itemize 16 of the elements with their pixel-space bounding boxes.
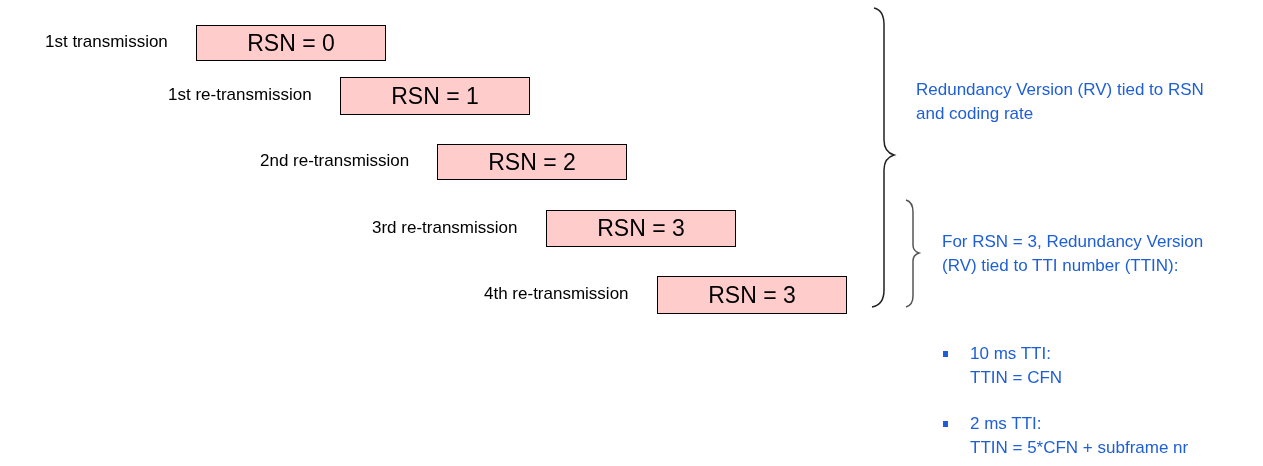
note-text: Redundancy Version (RV) tied to RSN and coding rate	[916, 79, 1205, 125]
rsn-box: RSN = 0	[196, 25, 386, 61]
note-text: 10 ms TTI:	[970, 343, 1051, 365]
transmission-label: 1st transmission	[45, 32, 168, 52]
rsn-box: RSN = 2	[437, 144, 627, 180]
rsn-box: RSN = 3	[657, 276, 847, 314]
transmission-label: 3rd re-transmission	[372, 217, 518, 238]
note-text: TTIN = 5*CFN + subframe nr	[970, 437, 1189, 459]
note-text: 2 ms TTI:	[970, 413, 1042, 435]
transmission-label: 4th re-transmission	[484, 284, 629, 304]
note-text: For RSN = 3, Redundancy Version (RV) tied to TTI number (TTIN):	[942, 231, 1205, 277]
rsn-box: RSN = 1	[340, 77, 530, 115]
transmission-label: 2nd re-transmission	[260, 151, 410, 171]
rsn-box: RSN = 3	[546, 210, 736, 247]
transmission-label: 1st re-transmission	[168, 85, 312, 105]
note-text: TTIN = CFN	[970, 367, 1063, 389]
